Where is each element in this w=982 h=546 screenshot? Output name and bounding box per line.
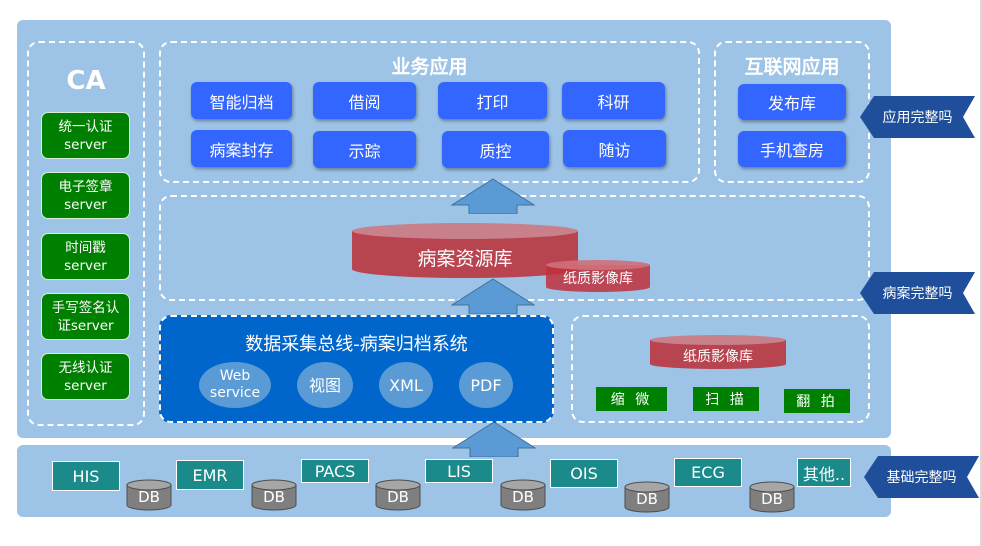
arrow-up-icon <box>452 421 536 457</box>
db-label: DB <box>761 490 783 508</box>
db-cylinder: DB <box>749 481 795 513</box>
paper-image-group <box>571 315 870 423</box>
db-label: DB <box>138 488 160 506</box>
system-lis[interactable]: LIS <box>425 459 493 483</box>
paper-image-db-label: 纸质影像库 <box>563 271 633 287</box>
app-print[interactable]: 打印 <box>438 82 547 119</box>
right-border-line <box>980 0 982 546</box>
paper-image-db-icon <box>650 335 786 369</box>
flag-banner-icon <box>860 96 975 138</box>
db-cylinder: DB <box>251 479 297 511</box>
ca-group <box>27 41 145 426</box>
format-sublabel: service <box>209 385 261 401</box>
db-cylinder: DB <box>624 481 670 513</box>
flag-label: 病案完整吗 <box>882 286 953 302</box>
data-bus-title: 数据采集总线-病案归档系统 <box>245 334 468 355</box>
app-follow-up[interactable]: 随访 <box>563 130 666 167</box>
internet-title: 互联网应用 <box>744 56 840 78</box>
ca-item-label: 统一认证 <box>58 118 113 135</box>
database-icon <box>500 479 546 511</box>
system-his[interactable]: HIS <box>52 461 120 491</box>
system-pacs[interactable]: PACS <box>301 459 369 483</box>
flag-record-complete: 病案完整吗 <box>860 272 975 314</box>
format-xml[interactable]: XML <box>379 362 433 408</box>
ca-item-unified-auth[interactable]: 统一认证 server <box>41 112 130 159</box>
db-label: DB <box>263 488 285 506</box>
internet-mobile-rounds[interactable]: 手机查房 <box>738 131 846 167</box>
app-smart-archive[interactable]: 智能归档 <box>191 82 292 119</box>
app-research[interactable]: 科研 <box>562 82 665 119</box>
action-photograph[interactable]: 翻 拍 <box>784 389 850 413</box>
db-cylinder: DB <box>126 479 172 511</box>
flag-banner-icon <box>864 456 979 498</box>
arrow-up-icon <box>451 178 535 214</box>
format-pdf[interactable]: PDF <box>459 362 513 408</box>
ca-item-sublabel: server <box>64 377 107 394</box>
record-resource-db-icon <box>352 223 578 278</box>
flag-label: 应用完整吗 <box>882 110 953 126</box>
ca-item-sublabel: server <box>64 257 107 274</box>
arrow-up-icon <box>451 278 535 314</box>
db-cylinder: DB <box>500 479 546 511</box>
format-view[interactable]: 视图 <box>297 362 353 408</box>
app-quality-control[interactable]: 质控 <box>442 131 549 168</box>
ca-item-handwriting-auth[interactable]: 手写签名认 证server <box>41 293 130 340</box>
paper-image-db-label: 纸质影像库 <box>683 349 753 365</box>
ca-item-label: 手写签名认 <box>51 299 120 316</box>
action-microfilm[interactable]: 缩 微 <box>596 387 667 411</box>
business-group <box>159 41 700 183</box>
db-label: DB <box>387 488 409 506</box>
system-ois[interactable]: OIS <box>550 459 618 488</box>
db-label: DB <box>636 490 658 508</box>
ca-item-label: 无线认证 <box>58 359 113 376</box>
format-label: Web <box>219 368 251 384</box>
flag-banner-icon <box>860 272 975 314</box>
ca-title: CA <box>66 66 106 96</box>
ca-item-e-signature[interactable]: 电子签章 server <box>41 172 130 219</box>
action-scan[interactable]: 扫 描 <box>693 387 759 411</box>
flag-app-complete: 应用完整吗 <box>860 96 975 138</box>
paper-image-db-icon <box>546 260 650 292</box>
system-emr[interactable]: EMR <box>176 460 244 490</box>
ca-item-wireless-auth[interactable]: 无线认证 server <box>41 353 130 400</box>
db-cylinder: DB <box>375 479 421 511</box>
db-label: DB <box>512 488 534 506</box>
database-icon <box>375 479 421 511</box>
record-resource-db-label: 病案资源库 <box>417 248 513 270</box>
ca-item-label: 电子签章 <box>58 178 113 195</box>
app-borrow[interactable]: 借阅 <box>313 82 416 119</box>
ca-item-sublabel: server <box>64 196 107 213</box>
system-ecg[interactable]: ECG <box>674 458 742 487</box>
database-icon <box>126 479 172 511</box>
app-tracking[interactable]: 示踪 <box>313 131 416 168</box>
ca-item-sublabel: 证server <box>57 317 114 334</box>
ca-item-sublabel: server <box>64 136 107 153</box>
ca-item-timestamp[interactable]: 时间戳 server <box>41 233 130 280</box>
flag-label: 基础完整吗 <box>886 470 957 486</box>
database-icon <box>251 479 297 511</box>
internet-publish-library[interactable]: 发布库 <box>738 84 846 120</box>
ca-item-label: 时间戳 <box>65 239 106 256</box>
system-other[interactable]: 其他.. <box>797 458 851 487</box>
database-icon <box>624 481 670 513</box>
database-icon <box>749 481 795 513</box>
business-title: 业务应用 <box>391 56 468 78</box>
flag-base-complete: 基础完整吗 <box>864 456 979 498</box>
app-record-seal[interactable]: 病案封存 <box>191 130 292 167</box>
